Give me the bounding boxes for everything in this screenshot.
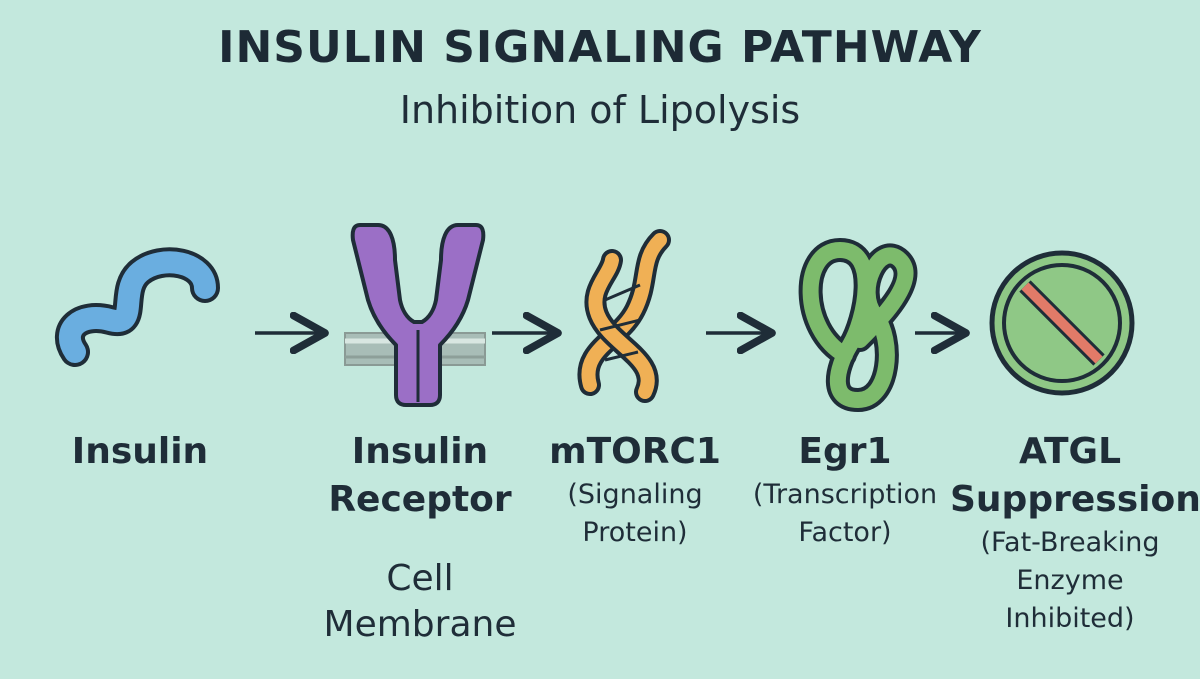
membrane-label-group: Cell Membrane: [300, 556, 540, 648]
insulin-label: Insulin: [71, 431, 209, 472]
receptor-icon: [350, 223, 486, 407]
receptor-label-line2: Receptor: [328, 479, 512, 520]
prohibition-icon: [989, 250, 1135, 396]
egr1-label-group: Egr1 (Transcription Factor): [745, 428, 945, 552]
mtorc1-sublabel-line2: Protein): [582, 517, 688, 548]
egr1-sublabel-line2: Factor): [798, 517, 892, 548]
mtorc1-sublabel-line1: (Signaling: [567, 479, 703, 510]
insulin-label-group: Insulin: [40, 428, 240, 476]
diagram-subtitle: Inhibition of Lipolysis: [399, 88, 801, 132]
mtorc1-label-group: mTORC1 (Signaling Protein): [530, 428, 740, 552]
receptor-label-line1: Insulin: [351, 431, 489, 472]
receptor-label-group: Insulin Receptor: [305, 428, 535, 524]
helix-icon: [577, 229, 671, 403]
insulin-icon: [55, 247, 220, 367]
mtorc1-label: mTORC1: [549, 431, 721, 472]
atgl-label-group: ATGL Suppression (Fat-Breaking Enzyme In…: [950, 428, 1200, 638]
atgl-sublabel-line1: (Fat-Breaking: [980, 527, 1160, 558]
atgl-sublabel-line2: Enzyme: [1016, 565, 1124, 596]
egr1-label: Egr1: [798, 431, 892, 472]
membrane-label-line1: Cell: [386, 558, 454, 599]
egr1-sublabel-line1: (Transcription: [752, 479, 938, 510]
atgl-sublabel-line3: Inhibited): [1005, 603, 1135, 634]
membrane-label-line2: Membrane: [323, 604, 517, 645]
diagram-title: INSULIN SIGNALING PATHWAY: [218, 22, 982, 73]
atgl-label-line2: Suppression: [950, 479, 1200, 520]
atgl-label-line1: ATGL: [1018, 431, 1122, 472]
coil-icon: [798, 238, 918, 412]
